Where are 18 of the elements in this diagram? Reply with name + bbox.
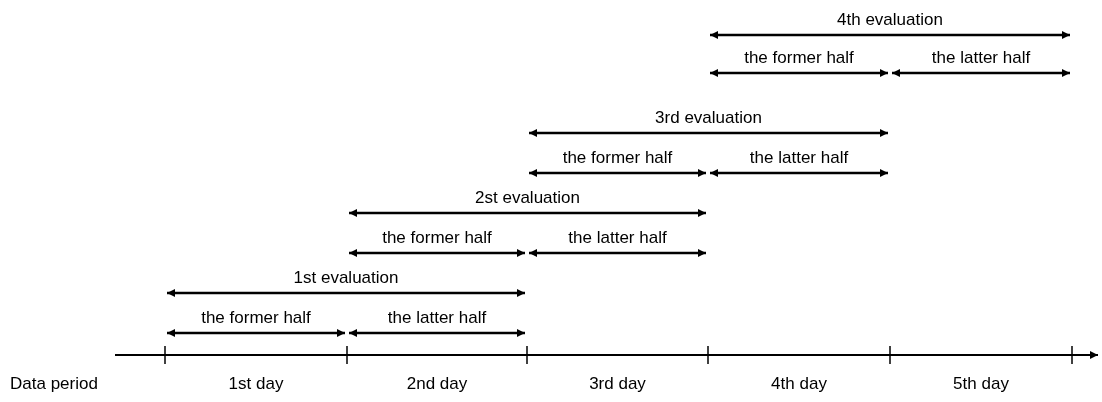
day-label: 4th day (771, 374, 827, 394)
span-label: 3rd evaluation (655, 108, 762, 128)
span-label: the former half (201, 308, 311, 328)
day-label: 1st day (228, 374, 284, 394)
day-label: 3rd day (589, 374, 646, 394)
span-label: the latter half (749, 148, 849, 168)
span-label: 4th evaluation (837, 10, 943, 30)
span-label: 1st evaluation (293, 268, 399, 288)
day-label: 5th day (953, 374, 1009, 394)
span-label: the latter half (931, 48, 1031, 68)
day-label: 2nd day (406, 374, 468, 394)
axis-label: Data period (10, 374, 98, 394)
span-label: the former half (382, 228, 492, 248)
span-label: the former half (562, 148, 673, 168)
span-label: the latter half (387, 308, 487, 328)
span-label: the former half (744, 48, 854, 68)
span-label: 2st evaluation (475, 188, 580, 208)
span-label: the latter half (568, 228, 667, 248)
